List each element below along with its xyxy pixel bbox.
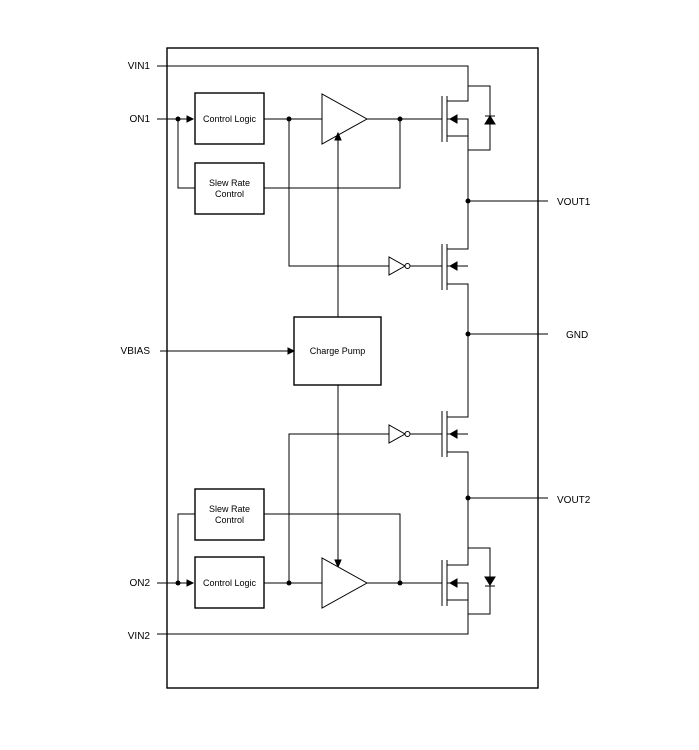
pin-gnd-label: GND bbox=[566, 330, 588, 341]
discharge-fet-1 bbox=[441, 244, 469, 334]
gate-driver-1 bbox=[321, 93, 369, 145]
chip-outline bbox=[166, 47, 539, 689]
charge-pump: Charge Pump bbox=[293, 131, 382, 569]
slew-rate-2-label-line1: Slew Rate bbox=[209, 504, 250, 514]
control-logic-2-block bbox=[194, 556, 265, 609]
pass-fet-2 bbox=[441, 547, 496, 615]
pin-wires bbox=[157, 65, 548, 635]
inverter-2 bbox=[388, 424, 407, 444]
control-logic-1-block bbox=[194, 92, 265, 145]
slew-rate-1-label-line2: Control bbox=[215, 189, 244, 199]
charge-pump-block bbox=[293, 316, 382, 386]
slew-rate-1-label-line1: Slew Rate bbox=[209, 178, 250, 188]
slew-rate-2-label-line2: Control bbox=[215, 515, 244, 525]
pin-vin2-label: VIN2 bbox=[128, 631, 151, 642]
pin-on1-label: ON1 bbox=[129, 114, 150, 125]
pin-vin1-label: VIN1 bbox=[128, 61, 151, 72]
pin-vout1-label: VOUT1 bbox=[557, 197, 591, 208]
channel-1-logic: Control Logic Slew Rate Control bbox=[175, 92, 442, 276]
control-logic-1-label: Control Logic bbox=[203, 114, 257, 124]
gate-driver-2 bbox=[321, 557, 369, 609]
pin-vbias-label: VBIAS bbox=[121, 346, 151, 357]
control-logic-2-label: Control Logic bbox=[203, 578, 257, 588]
channel-2-logic: Slew Rate Control Control Logic bbox=[175, 424, 442, 609]
pin-vout2-label: VOUT2 bbox=[557, 495, 591, 506]
pass-fet-1 bbox=[441, 85, 496, 151]
charge-pump-label: Charge Pump bbox=[310, 346, 366, 356]
discharge-fet-2 bbox=[441, 334, 469, 556]
inverter-1 bbox=[388, 256, 407, 276]
pin-on2-label: ON2 bbox=[129, 578, 150, 589]
